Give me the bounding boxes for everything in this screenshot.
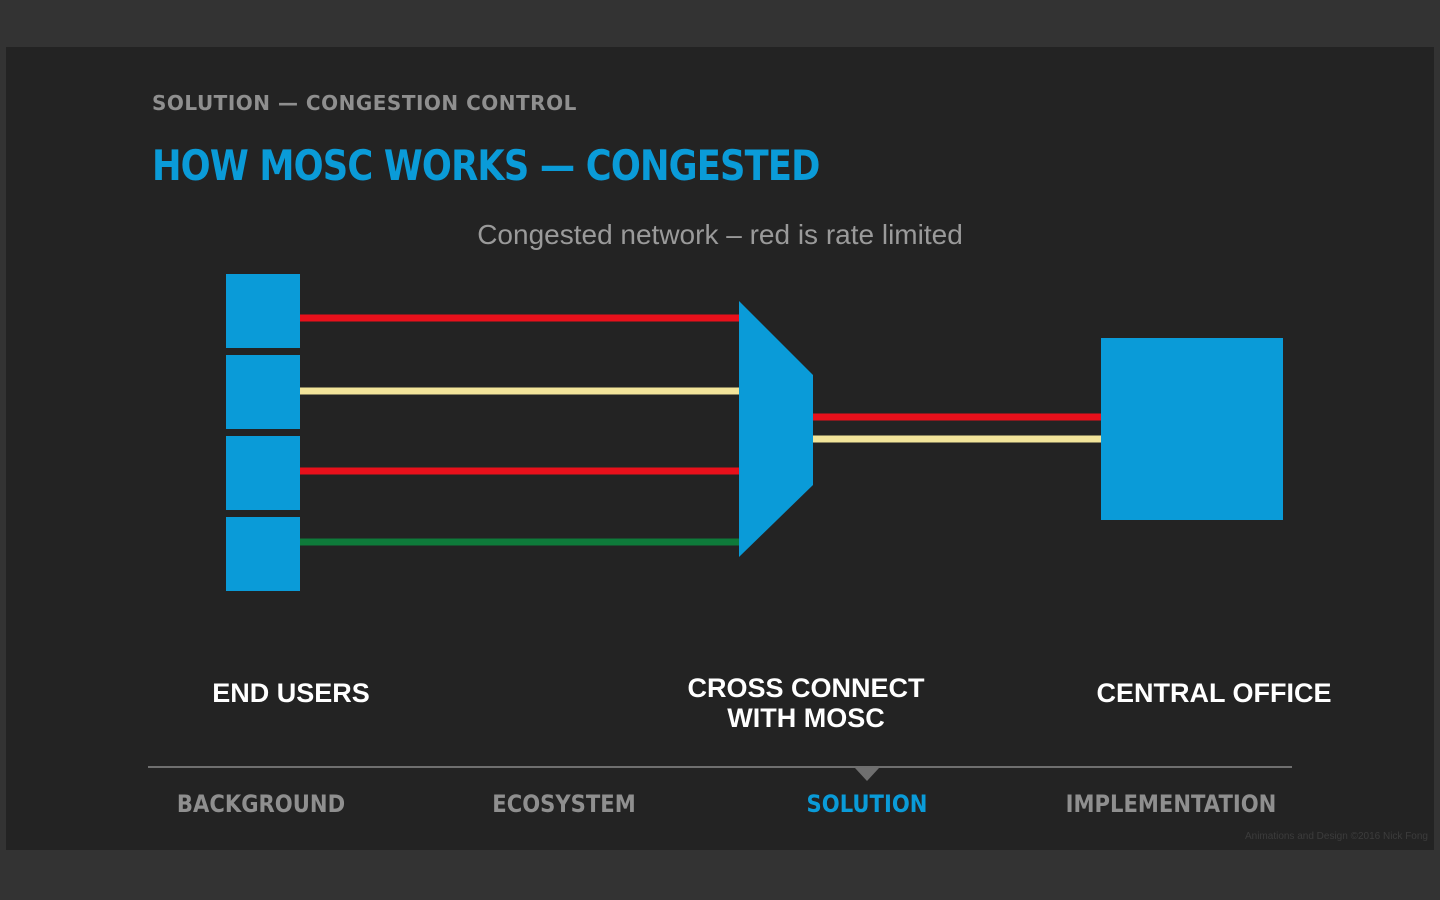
end-user-node-1 <box>226 274 300 348</box>
end-user-node-3 <box>226 436 300 510</box>
cross-connect-label-line2: WITH MOSC <box>727 703 885 733</box>
central-office-node <box>1101 338 1283 520</box>
nav-item-ecosystem[interactable]: ECOSYSTEM <box>492 790 636 818</box>
end-users-label: END USERS <box>212 678 370 708</box>
nav-item-solution[interactable]: SOLUTION <box>806 790 928 818</box>
nav-divider <box>148 766 1292 768</box>
credit-text: Animations and Design ©2016 Nick Fong <box>1244 831 1428 842</box>
diagram-subtitle: Congested network – red is rate limited <box>477 219 963 250</box>
nav-item-background[interactable]: BACKGROUND <box>176 790 346 818</box>
cross-connect-label: CROSS CONNECT WITH MOSC <box>656 673 956 733</box>
cross-connect-mux <box>739 301 813 557</box>
network-diagram <box>226 274 1283 591</box>
nav-active-pointer-icon <box>855 768 879 781</box>
end-user-node-2 <box>226 355 300 429</box>
slide-title: HOW MOSC WORKS — CONGESTED <box>152 141 820 190</box>
cross-connect-label-line1: CROSS CONNECT <box>687 673 925 703</box>
end-user-node-4 <box>226 517 300 591</box>
nav-item-implementation[interactable]: IMPLEMENTATION <box>1065 790 1277 818</box>
section-kicker: SOLUTION — CONGESTION CONTROL <box>152 91 577 115</box>
central-office-label: CENTRAL OFFICE <box>1096 678 1332 708</box>
slide: SOLUTION — CONGESTION CONTROL HOW MOSC W… <box>6 47 1434 850</box>
